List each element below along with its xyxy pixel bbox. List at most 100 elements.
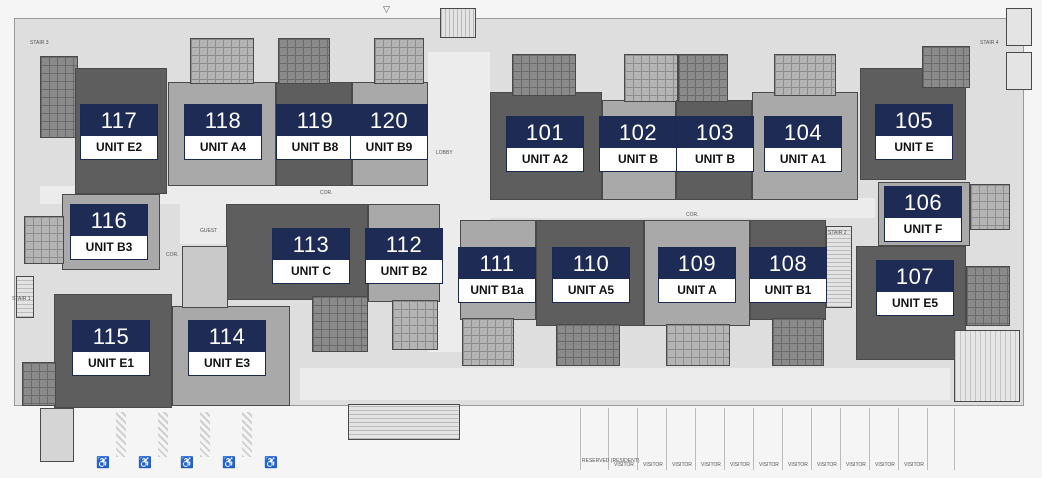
parking-stall (840, 408, 868, 470)
equipment-box (1006, 8, 1032, 46)
unit-type: UNIT B1a (470, 283, 524, 297)
patio-110 (556, 324, 620, 366)
visitor-parking-label: VISITOR (701, 462, 721, 468)
parking-stripe (158, 412, 168, 457)
guest-label: GUEST (200, 228, 218, 234)
unit-type: UNIT A (677, 283, 717, 297)
unit-block-113-bath (182, 246, 228, 308)
unit-type: UNIT E3 (203, 356, 250, 370)
unit-type: UNIT C (291, 264, 331, 278)
stair-north (440, 8, 476, 38)
visitor-parking-label: VISITOR (875, 462, 895, 468)
patio-104 (774, 54, 836, 96)
corridor-label: COR. (320, 190, 333, 196)
parking-stripe (242, 412, 252, 457)
unit-number: 115 (73, 321, 149, 352)
patio-118 (190, 38, 254, 84)
unit-type: UNIT B9 (365, 140, 413, 154)
visitor-parking-label: VISITOR (672, 462, 692, 468)
patio-107 (966, 266, 1010, 326)
corridor-label: COR. (686, 212, 699, 218)
parking-stall (608, 408, 636, 470)
unit-number: 105 (876, 105, 952, 136)
parking-stall (753, 408, 781, 470)
patio-108 (772, 318, 824, 366)
visitor-parking-label: VISITOR (730, 462, 750, 468)
unit-number: 118 (185, 105, 261, 136)
stair3-label: STAIR 3 (30, 40, 49, 46)
unit-number: 102 (600, 117, 676, 148)
stair4-label: STAIR 4 (980, 40, 999, 46)
accessible-parking-icon: ♿ (138, 457, 152, 469)
parking-stripe (200, 412, 210, 457)
visitor-parking-label: VISITOR (614, 462, 634, 468)
patio-109 (666, 324, 730, 366)
patio-106 (970, 184, 1010, 230)
unit-number: 109 (659, 248, 735, 279)
unit-number: 107 (877, 261, 953, 292)
parking-stall (637, 408, 665, 470)
unit-type: UNIT E5 (891, 296, 938, 310)
parking-stall (580, 408, 608, 470)
parking-stall (695, 408, 723, 470)
patio-105 (922, 46, 970, 88)
patio-113 (312, 296, 368, 352)
stair-2 (826, 226, 852, 308)
unit-number: 119 (277, 105, 353, 136)
visitor-parking-label: VISITOR (759, 462, 779, 468)
stair-south (348, 404, 460, 440)
east-corridor (455, 198, 875, 218)
unit-type: UNIT E1 (87, 356, 134, 370)
unit-type: UNIT A5 (567, 283, 615, 297)
equipment-box-2 (1006, 52, 1032, 90)
unit-number: 117 (81, 105, 157, 136)
visitor-parking-label: VISITOR (643, 462, 663, 468)
patio-112 (392, 300, 438, 350)
patio-117 (40, 56, 78, 138)
visitor-parking-label: VISITOR (788, 462, 808, 468)
east-service (954, 330, 1020, 402)
accessible-parking-icon: ♿ (180, 457, 194, 469)
stair2-label: STAIR 2 (828, 230, 847, 236)
patio-119 (278, 38, 330, 84)
unit-number: 108 (750, 248, 826, 279)
unit-number: 120 (351, 105, 427, 136)
stair1-label: STAIR 1 (12, 296, 31, 302)
unit-number: 106 (885, 187, 961, 218)
unit-type: UNIT F (903, 222, 943, 236)
parking-stall (782, 408, 810, 470)
unit-number: 116 (71, 205, 147, 236)
patio-101 (512, 54, 576, 96)
unit-type: UNIT B3 (85, 240, 133, 254)
south-walkway (300, 368, 950, 400)
unit-number: 110 (553, 248, 629, 279)
unit-type: UNIT B8 (291, 140, 339, 154)
patio-115 (22, 362, 56, 406)
parking-stall (811, 408, 839, 470)
parking-stripe (116, 412, 126, 457)
unit-type: UNIT E2 (95, 140, 142, 154)
unit-number: 104 (765, 117, 841, 148)
visitor-parking-label: VISITOR (904, 462, 924, 468)
patio-116 (24, 216, 64, 264)
